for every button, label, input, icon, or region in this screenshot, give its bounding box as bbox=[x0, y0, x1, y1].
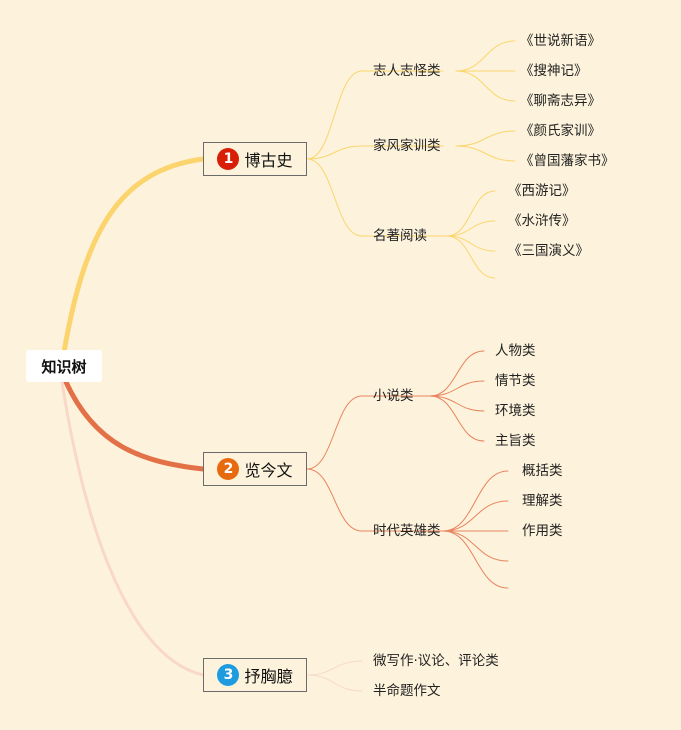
leaf-link bbox=[429, 350, 485, 397]
root-label: 知识树 bbox=[41, 357, 87, 376]
number-badge-icon: 1 bbox=[217, 148, 240, 170]
leaf-link bbox=[442, 530, 509, 562]
leaf-item[interactable]: 《聊斋志异》 bbox=[520, 93, 601, 109]
sub-link bbox=[306, 660, 363, 676]
sub-link bbox=[306, 158, 363, 237]
sub-topic[interactable]: 志人志怪类 bbox=[373, 63, 441, 79]
leaf-link bbox=[442, 500, 509, 532]
leaf-item[interactable]: 《西游记》 bbox=[508, 183, 576, 199]
leaf-link bbox=[446, 235, 496, 252]
number-badge-icon: 2 bbox=[217, 458, 240, 480]
leaf-item[interactable]: 《曾国藩家书》 bbox=[520, 153, 615, 169]
sub-topic[interactable]: 名著阅读 bbox=[373, 228, 427, 244]
sub-link bbox=[306, 468, 363, 532]
branch-label: 抒胸臆 bbox=[244, 667, 293, 686]
leaf-link bbox=[429, 380, 485, 397]
leaf-item[interactable]: 环境类 bbox=[495, 403, 536, 419]
leaf-link bbox=[455, 145, 516, 162]
sub-topic[interactable]: 时代英雄类 bbox=[373, 523, 441, 539]
leaf-item[interactable]: 作用类 bbox=[522, 523, 563, 539]
root-link-2 bbox=[63, 379, 206, 472]
sub-link bbox=[306, 395, 363, 470]
leaf-item[interactable]: 概括类 bbox=[522, 463, 563, 479]
sub-topic[interactable]: 微写作·议论、评论类 bbox=[373, 653, 499, 669]
leaf-item[interactable]: 《世说新语》 bbox=[520, 33, 601, 49]
leaf-link bbox=[446, 235, 496, 279]
branch-label: 博古史 bbox=[244, 151, 293, 170]
leaf-item[interactable]: 《颜氏家训》 bbox=[520, 123, 601, 139]
leaf-item[interactable]: 《搜神记》 bbox=[520, 63, 588, 79]
branch-label: 览今文 bbox=[244, 461, 293, 480]
leaf-link bbox=[455, 70, 516, 102]
sub-link bbox=[306, 145, 363, 160]
root-link-1 bbox=[61, 156, 206, 355]
leaf-item[interactable]: 《水浒传》 bbox=[508, 213, 576, 229]
root-link-3 bbox=[60, 380, 205, 677]
leaf-link bbox=[446, 190, 496, 237]
sub-topic[interactable]: 家风家训类 bbox=[373, 138, 441, 154]
sub-topic[interactable]: 小说类 bbox=[373, 388, 414, 404]
leaf-link bbox=[429, 395, 485, 442]
root-node[interactable]: 知识树 bbox=[26, 350, 102, 382]
leaf-item[interactable]: 情节类 bbox=[495, 373, 536, 389]
branch-node-3[interactable]: 3 抒胸臆 bbox=[203, 658, 307, 692]
leaf-link bbox=[455, 40, 516, 72]
leaf-item[interactable]: 理解类 bbox=[522, 493, 563, 509]
leaf-link bbox=[429, 395, 485, 412]
leaf-link bbox=[442, 470, 509, 532]
number-badge-icon: 3 bbox=[217, 664, 240, 686]
leaf-item[interactable]: 人物类 bbox=[495, 343, 536, 359]
leaf-link bbox=[455, 130, 516, 147]
leaf-item[interactable]: 主旨类 bbox=[495, 433, 536, 449]
branch-node-1[interactable]: 1 博古史 bbox=[203, 142, 307, 176]
sub-link bbox=[306, 674, 363, 692]
branch-node-2[interactable]: 2 览今文 bbox=[203, 452, 307, 486]
leaf-item[interactable]: 《三国演义》 bbox=[508, 243, 589, 259]
leaf-link bbox=[442, 530, 509, 589]
sub-link bbox=[306, 70, 363, 160]
sub-topic[interactable]: 半命题作文 bbox=[373, 683, 441, 699]
leaf-link bbox=[446, 220, 496, 237]
